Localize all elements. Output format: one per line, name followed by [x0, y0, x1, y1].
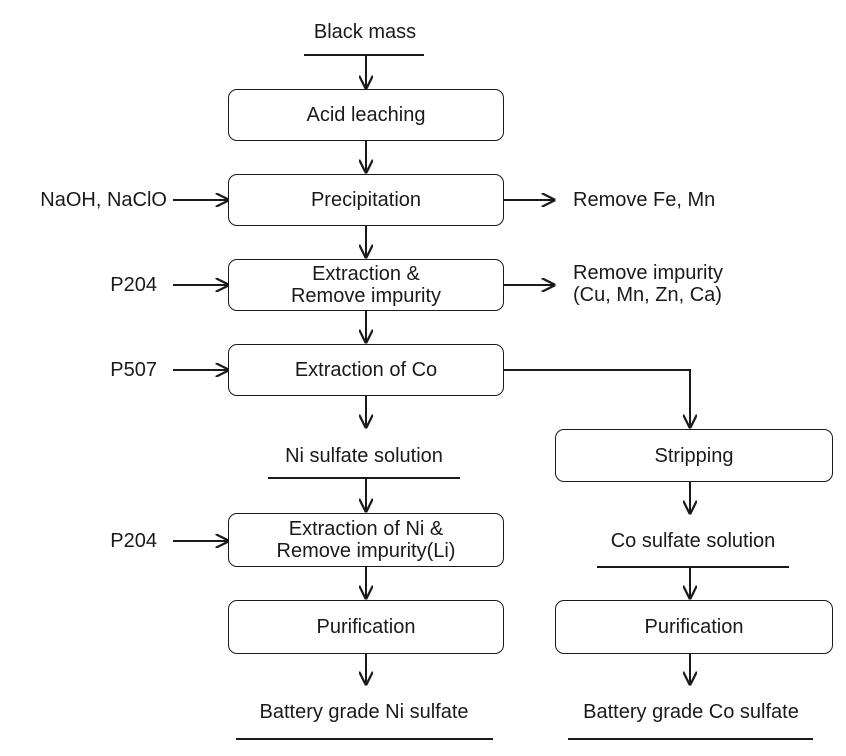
label-battery-grade-co-sulfate: Battery grade Co sulfate [583, 701, 799, 723]
output-remove-fe-mn: Remove Fe, Mn [573, 189, 716, 211]
label-co-sulfate-solution: Co sulfate solution [610, 530, 776, 552]
box-extraction-of-ni: Extraction of Ni & Remove impurity(Li) [228, 513, 504, 567]
output-remove-impurity-line-2: (Cu, Mn, Zn, Ca) [573, 284, 722, 306]
output-remove-impurity: Remove impurity (Cu, Mn, Zn, Ca) [573, 262, 723, 306]
label-ni-sulfate-solution: Ni sulfate solution [285, 445, 443, 467]
box-acid-leaching-label: Acid leaching [306, 104, 426, 126]
box-extraction-of-co: Extraction of Co [228, 344, 504, 396]
input-p507: P507 [110, 359, 157, 381]
box-purification-co: Purification [555, 600, 833, 654]
label-battery-grade-ni-sulfate: Battery grade Ni sulfate [259, 701, 469, 723]
box-precipitation-label: Precipitation [310, 189, 422, 211]
box-extraction-of-ni-label-line-1: Extraction of Ni & [288, 518, 444, 540]
box-extraction-label-line-2: Remove impurity [290, 285, 442, 307]
box-extraction-remove-impurity: Extraction & Remove impurity [228, 259, 504, 311]
box-purification-ni-label: Purification [316, 616, 416, 638]
box-extraction-of-ni-label-line-2: Remove impurity(Li) [276, 540, 456, 562]
box-stripping-label: Stripping [654, 444, 734, 467]
box-acid-leaching: Acid leaching [228, 89, 504, 141]
box-extraction-of-co-label: Extraction of Co [294, 359, 438, 381]
box-precipitation: Precipitation [228, 174, 504, 226]
input-naoh-naclo: NaOH, NaClO [40, 189, 167, 211]
box-extraction-label-line-1: Extraction & [312, 263, 420, 285]
arrow-co-extraction-to-stripping [504, 369, 690, 427]
box-stripping: Stripping [555, 429, 833, 482]
input-p204-first: P204 [110, 274, 157, 296]
label-black-mass: Black mass [313, 21, 417, 43]
box-purification-co-label: Purification [644, 616, 744, 638]
input-p204-second: P204 [110, 530, 157, 552]
output-remove-impurity-line-1: Remove impurity [573, 262, 724, 284]
box-purification-ni: Purification [228, 600, 504, 654]
